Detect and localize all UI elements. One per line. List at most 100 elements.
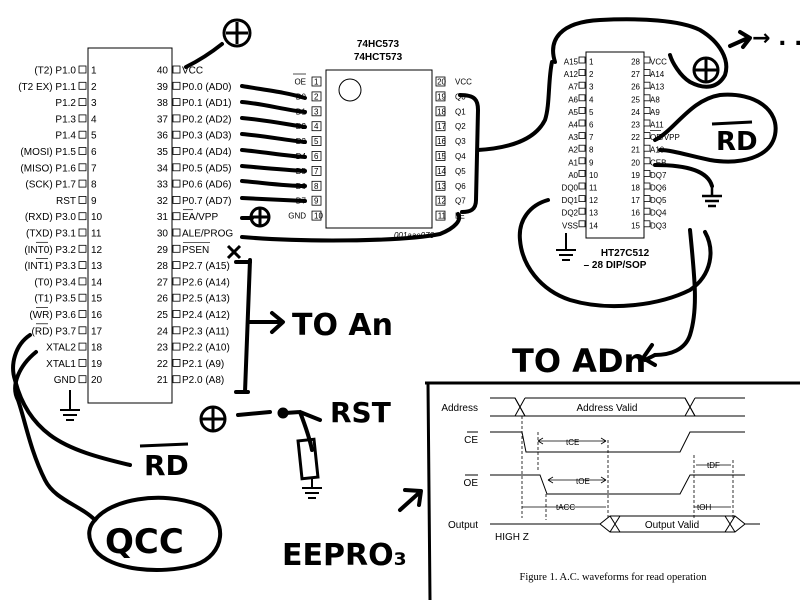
latch-right-pin-box	[435, 165, 446, 176]
latch-left-pin-box	[311, 195, 322, 206]
eprom-left-pin-box	[578, 182, 586, 190]
mcu-right-pin-33: P0.6 (AD6)33	[157, 180, 232, 191]
latch-title-2: 74HCT573	[354, 52, 403, 63]
wire-ad1	[240, 100, 307, 114]
mcu-right-pin-24: P2.3 (A11)24	[157, 326, 229, 337]
mcu-left-pin-box	[78, 342, 87, 351]
eprom-left-pin-number: 4	[589, 95, 594, 104]
wire-p2-bus	[243, 258, 252, 394]
latch-left-pin-box	[311, 76, 322, 87]
output-waveform	[490, 515, 760, 533]
eprom-left-pin-number: 1	[589, 58, 594, 67]
wire-to-an-arrow	[246, 311, 285, 334]
latch-right-pin-label: Q6	[455, 182, 466, 191]
latch-left-pin-number: 10	[314, 212, 323, 221]
mcu-right-pin-number: 37	[157, 114, 169, 125]
eprom-left-pin-label: A1	[568, 158, 578, 167]
eprom-right-pin-box	[643, 220, 651, 228]
mcu-left-pin-label: (RXD) P3.0	[25, 212, 77, 223]
eprom-left-pin-number: 8	[589, 146, 594, 155]
ground-vss	[556, 233, 576, 261]
eprom-left-pin-box	[578, 81, 586, 89]
timing-tacc: tACC	[556, 503, 575, 512]
mcu-right-pin-label: P0.1 (AD1)	[182, 98, 231, 109]
eprom-right-pin-number: 20	[631, 158, 640, 167]
wire-ad3	[240, 132, 307, 144]
mcu-right-pin-34: P0.5 (AD5)34	[157, 163, 232, 174]
mcu-right-pin-box	[172, 114, 181, 123]
mcu-left-pin-box	[78, 326, 87, 335]
latch-left-pin-box	[311, 210, 322, 221]
eprom-right-pin-label: A13	[650, 83, 665, 92]
mcu-left-pin-label: XTAL1	[46, 359, 76, 370]
eprom-right-pin-number: 23	[631, 121, 640, 130]
mcu-left-pin-number: 10	[91, 212, 103, 223]
eprom-right-pin-label: DQ6	[650, 184, 667, 193]
eprom-left-pin-label: A0	[568, 171, 578, 180]
latch-left-pin-number: 3	[314, 107, 319, 116]
mcu-right-pin-label: P2.0 (A8)	[182, 375, 224, 386]
mcu-right-pin-number: 38	[157, 98, 169, 109]
mcu-right-pin-number: 30	[157, 229, 169, 240]
latch-pin1-dot	[338, 78, 362, 102]
mcu-right-pin-box	[172, 98, 181, 106]
latch-body	[325, 69, 433, 229]
mcu-right-pin-32: P0.7 (AD7)32	[157, 196, 232, 207]
eprom-left-pin-number: 2	[589, 70, 594, 79]
mcu-right-pin-label: P2.7 (A15)	[182, 261, 230, 272]
eprom-right-pin-box	[643, 94, 651, 102]
mcu-right-pin-label: P2.3 (A11)	[182, 326, 229, 337]
vcc-circle-ea	[249, 206, 271, 228]
mcu-right-pin-28: P2.7 (A15)28	[157, 261, 230, 272]
latch-left-pin-box	[311, 180, 322, 191]
mcu-right-pin-box	[172, 81, 181, 90]
timing-tce: tCE	[566, 438, 579, 447]
mcu-left-pin-number: 18	[91, 343, 103, 354]
label-to-an: TO An	[292, 308, 393, 343]
mcu-right-pin-number: 40	[157, 66, 169, 77]
timing-bracket	[425, 381, 800, 600]
eprom-left-pin-box	[578, 169, 586, 177]
eprom-left-pin-1: A15 1	[564, 56, 594, 67]
latch-code: 001aae076	[394, 231, 435, 240]
latch-right-pin-number: 14	[437, 167, 446, 176]
vcc-circle-eprom	[692, 56, 720, 84]
wire-ad5	[240, 164, 307, 173]
timing-toh: tOH	[697, 503, 711, 512]
mcu-left-pin-box	[78, 163, 87, 172]
mcu-right-pin-number: 36	[157, 131, 169, 142]
wire-ad4	[240, 148, 307, 159]
timing-tdf: tDF	[707, 461, 720, 470]
wire-eeprom-arrow	[398, 488, 423, 512]
latch-right-pin-box	[435, 91, 446, 102]
eprom-left-pin-number: 6	[589, 121, 594, 130]
mcu-right-pin-label: P0.5 (AD5)	[182, 163, 231, 174]
wire-ad0	[240, 84, 307, 100]
mcu-left-pin-label: (INT0) P3.2	[24, 245, 76, 256]
mcu-left-pin-label: (MOSI) P1.5	[20, 147, 76, 158]
eprom-right-pin-label: OE/VPP	[650, 133, 680, 142]
eprom-left-pin-label: A15	[564, 58, 579, 67]
mcu-right-pin-box	[172, 326, 181, 335]
eprom-left-pin-number: 12	[589, 196, 598, 205]
mcu-left-pin-10: (RXD) P3.0 10	[25, 212, 103, 223]
mcu-left-pin-label: GND	[54, 375, 76, 386]
eprom-right-pin-box	[643, 169, 651, 177]
latch-right-pin-label: Q4	[455, 152, 466, 161]
